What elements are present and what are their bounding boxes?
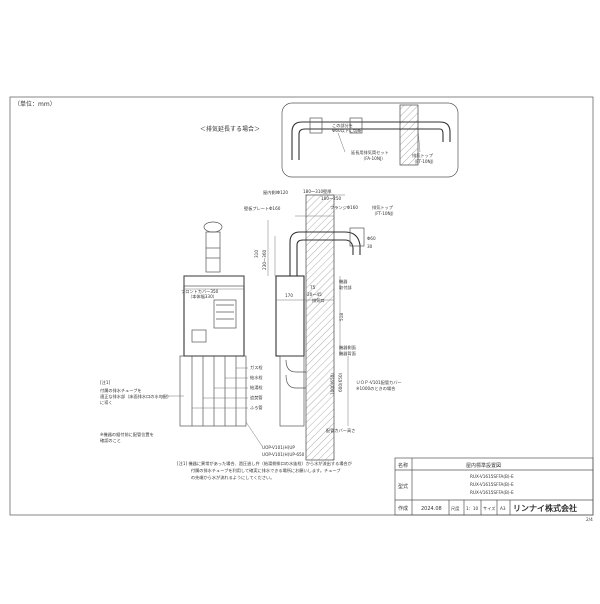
side-pipe-cover — [279, 355, 305, 427]
exhaust-outlet-label: 排気口 — [312, 297, 325, 304]
title-name-label: 名称 — [398, 462, 408, 469]
joint-note-2: Φ60以下に切断 — [332, 127, 362, 134]
heater-panel — [213, 299, 237, 329]
remote-window — [191, 329, 207, 343]
note1-marker: [注1] — [100, 379, 110, 386]
indoor-cap-label: 屋内側ⅠΦ120 — [263, 189, 288, 196]
dim-75: 75 — [310, 285, 316, 290]
note1-line3: に導く — [100, 399, 113, 406]
title-model-3: RUX-V1615SFFA(B)-E — [470, 490, 514, 495]
pipe-cover-height-label: 配管カバー高さ — [326, 427, 355, 434]
extension-callout-frame — [281, 102, 459, 178]
dim-1000-650: 1000(650) — [330, 373, 335, 395]
front-cover-label: フロントカバー350 — [181, 289, 219, 295]
dim-600-650: 600(650) — [338, 372, 343, 392]
extension-set-model: （FA-10NJ） — [361, 156, 385, 161]
extension-top-label: 排気トップ — [412, 152, 434, 159]
cover-note-1: ※機器の据付前に配管位置を — [100, 431, 154, 438]
pipe-label-reheat: 追焚管 — [250, 394, 263, 401]
title-block: 名称 屋内標準設置図 型式 RUX-V1615SFFA(B)-E RUX-V16… — [394, 457, 594, 522]
dim-phi60: Φ60 — [367, 236, 376, 241]
dim-30: 30 — [367, 244, 373, 249]
title-model-label: 型式 — [398, 483, 408, 490]
exhaust-extension-detail: ＜排気延長する場合＞ この部分を Φ60以下に切断 延長用排気筒セット （FA-… — [200, 102, 459, 178]
dim-518: 518 — [339, 313, 344, 321]
title-made-date: 2024.08 — [421, 506, 442, 512]
bottom-note: [注1] 機器に異常があった場合、過圧逃し弁（給湯側排口の水抜栓）から水が流出す… — [177, 460, 353, 481]
pipe-cover-note-2: ※1000のときの場合 — [356, 385, 396, 392]
bottom-note-line3: の先端から水が流れるようにしてください。 — [177, 474, 274, 481]
appliance-back-label: 機器背面 — [339, 350, 356, 357]
title-scale-label: 尺度 — [451, 505, 460, 512]
extension-top-model: （FT-10NJ） — [412, 159, 436, 164]
appliance-rear-label: 機器 — [339, 278, 348, 285]
side-exhaust-top — [349, 227, 365, 247]
title-size-value: A3 — [500, 506, 506, 511]
joint-note-1: この部分を — [332, 122, 353, 129]
pipe-label-list: ガス栓 給水栓 給湯栓 追焚管 ふろ管 — [192, 364, 263, 411]
model-callout-b: UOP-V101(H)UP-650 — [262, 452, 305, 457]
extension-joint — [309, 117, 323, 134]
dim-310: 310 — [254, 250, 259, 258]
extension-set-label: 延長用排気筒セット — [351, 149, 389, 156]
bottom-note-line1: [注1] 機器に異常があった場合、過圧逃し弁（給湯側排口の水抜栓）から水が流出す… — [177, 460, 353, 467]
bottom-note-line2: 付属の排水チューブを利用して確実に排水できる場所にお願いします。チューブ — [177, 467, 341, 474]
extension-top-pipe — [372, 121, 451, 142]
front-view: フロントカバー350 （本体幅330） ガス栓 給水栓 給湯栓 追焚管 ふろ管 … — [100, 221, 305, 457]
pipe-cover-note: ＵＯＰ-V101配管カバー — [356, 379, 402, 386]
wall-range-label: 180～310 — [303, 189, 324, 194]
side-heater-body — [275, 275, 305, 357]
company-name: リンナイ株式会社 — [513, 503, 577, 513]
side-view: 屋内側ⅠΦ120 壁板プレートΦ160 180～310 壁厚 100～250 フ… — [244, 188, 402, 461]
pipe-label-hot: 給湯栓 — [250, 384, 263, 391]
unit-label: （単位：mm） — [14, 100, 56, 108]
dim-170: 170 — [285, 293, 293, 298]
page-code: 2/4 — [586, 517, 593, 522]
side-top-label: 排気トップ — [372, 204, 394, 211]
extension-title: ＜排気延長する場合＞ — [200, 125, 260, 133]
note1-line2: 適正な排水部（床面排水口の水勾配） — [100, 393, 171, 400]
wall-range2-label: 100～250 — [321, 196, 342, 201]
title-size-label: サイズ — [483, 505, 495, 512]
extension-elbow-pipe — [291, 121, 372, 160]
side-top-model: （FT-10NJ） — [372, 211, 396, 216]
wall-thickness-label: 壁厚 — [323, 188, 331, 195]
dim-20-45: 20～45 — [307, 292, 322, 297]
appliance-mount-label: 取付部 — [339, 284, 352, 291]
front-exhaust-pipe — [205, 231, 221, 273]
cover-note-2: 確認のこと — [100, 437, 121, 444]
wall-section — [305, 194, 335, 461]
model-callout-a: UOP-V101(H)UP — [262, 445, 295, 450]
title-scale-value: 1：10 — [466, 506, 479, 511]
sheet-border — [9, 96, 594, 516]
title-name-value: 屋内標準設置図 — [466, 462, 501, 469]
side-exhaust-pipe — [289, 231, 345, 276]
front-pipe-cover — [179, 355, 247, 427]
extension-wall — [399, 104, 419, 166]
title-model-1: RUX-V1615SFFA(B)-E — [470, 474, 514, 479]
note1-line1: 付属の排水チューブを — [100, 387, 142, 394]
pipe-label-gas: ガス栓 — [250, 364, 263, 371]
body-width-label: （本体幅330） — [188, 293, 217, 300]
wall-plate-label: 壁板プレートΦ160 — [244, 205, 281, 212]
exhaust-cap — [203, 221, 223, 233]
appliance-side-label: 機器側面 — [339, 344, 356, 351]
pipe-label-bath: ふろ管 — [250, 404, 263, 411]
title-made-label: 作成 — [398, 505, 408, 512]
title-model-2: RUX-V1615SFFA(B)-E — [470, 482, 514, 487]
dim-230-360: 230～360 — [262, 249, 267, 270]
pipe-label-water: 給水栓 — [250, 374, 263, 381]
flange-label: フランジΦ160 — [330, 205, 358, 211]
